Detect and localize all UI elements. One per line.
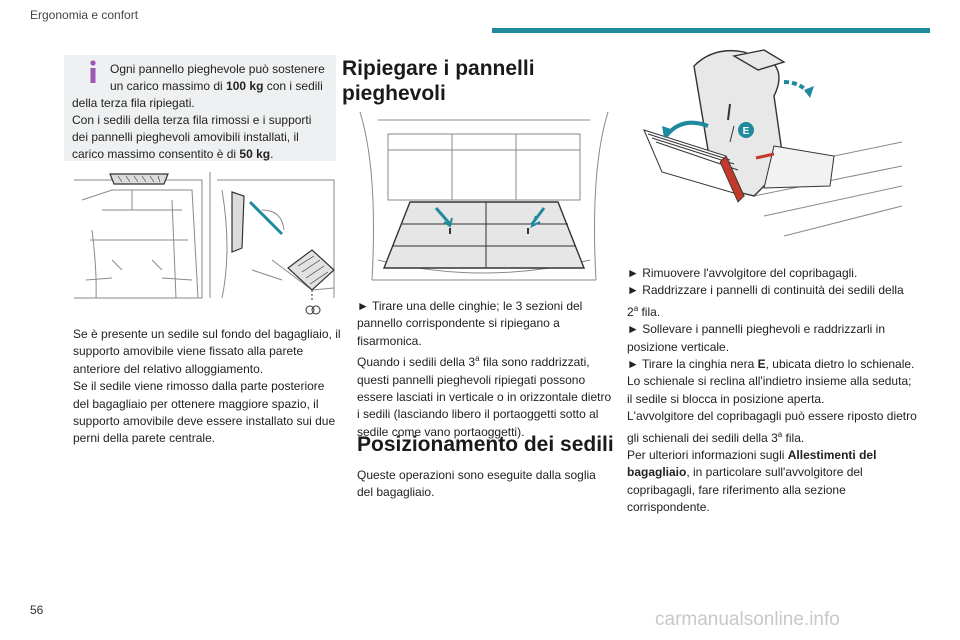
col2-text-2: Queste operazioni sono eseguite dalla so…	[357, 468, 596, 500]
heading-posizionamento: Posizionamento dei sedili	[357, 433, 614, 456]
heading-ripiegare: Ripiegare i pannelli pieghevoli	[342, 57, 535, 105]
seat-recline-illustration: E	[643, 49, 903, 237]
col2-text: ► Tirare una delle cinghie; le 3 sezioni…	[357, 299, 612, 439]
watermark: carmanualsonline.info	[655, 609, 840, 630]
link-allestimenti: Allestimenti del bagagliaio	[627, 448, 877, 480]
page-number: 56	[30, 603, 44, 617]
col1-text: Se è presente un sedile sul fondo del ba…	[73, 327, 341, 446]
col3-text: ► Rimuovere l'avvolgitore del copribagag…	[627, 266, 917, 515]
folding-panels-illustration	[359, 111, 609, 281]
header-accent-bar	[492, 28, 930, 33]
label-e-marker: E	[743, 126, 750, 137]
trunk-support-illustration	[74, 172, 335, 315]
section-title: Ergonomia e confort	[30, 8, 139, 22]
info-note-box: Ogni pannello pieghevole può sostenere u…	[64, 55, 336, 161]
load-50kg: 50 kg	[239, 147, 271, 161]
load-100kg: 100 kg	[226, 79, 264, 93]
info-icon	[90, 60, 96, 83]
